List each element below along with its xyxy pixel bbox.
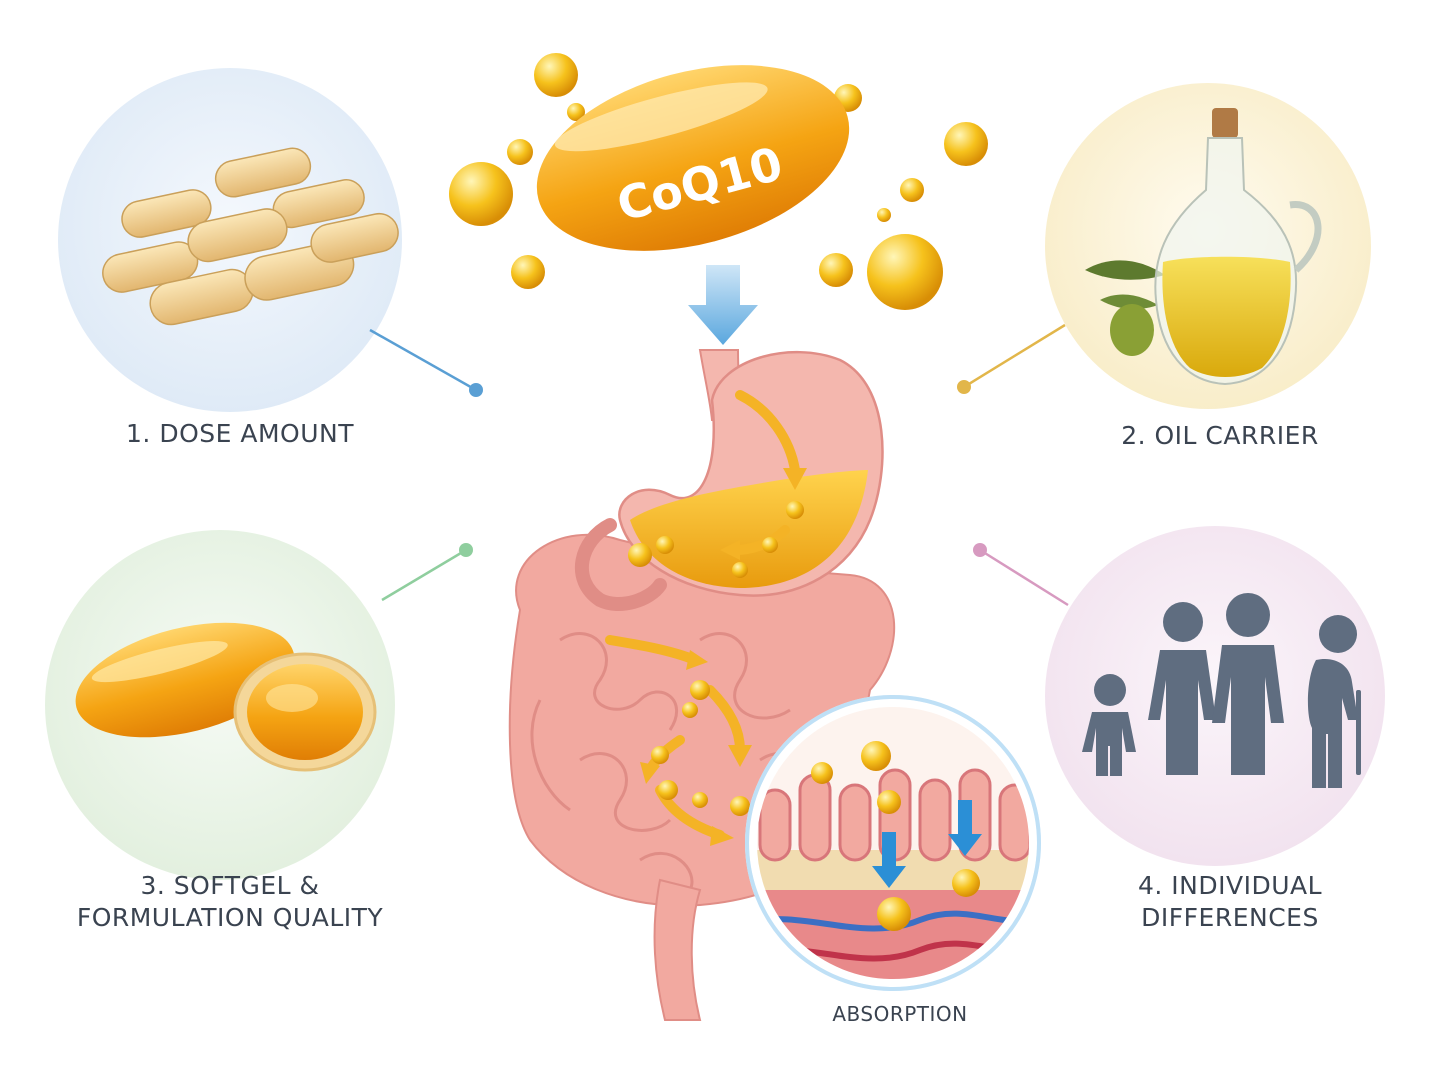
people-icon (1082, 593, 1361, 788)
coq10-softgel-pill (536, 65, 850, 251)
factor-label-individual: 4. INDIVIDUAL DIFFERENCES (1137, 871, 1323, 932)
connector-lines (369, 323, 1069, 607)
oil-bottle-icon (1085, 108, 1322, 386)
softgel-icon (75, 622, 377, 772)
individual-circle (1045, 526, 1385, 866)
factor-label-dose: 1. DOSE AMOUNT (126, 419, 354, 448)
factor-label-oil: 2. OIL CARRIER (1121, 421, 1319, 450)
absorption-inset (745, 695, 1041, 991)
factor-label-softgel: 3. SOFTGEL & FORMULATION QUALITY (76, 871, 384, 932)
absorption-label: ABSORPTION (832, 1002, 968, 1026)
flow-arrowheads (640, 468, 807, 846)
down-arrow-icon (688, 265, 758, 345)
capsules-icon (102, 147, 399, 326)
droplets (628, 501, 804, 816)
